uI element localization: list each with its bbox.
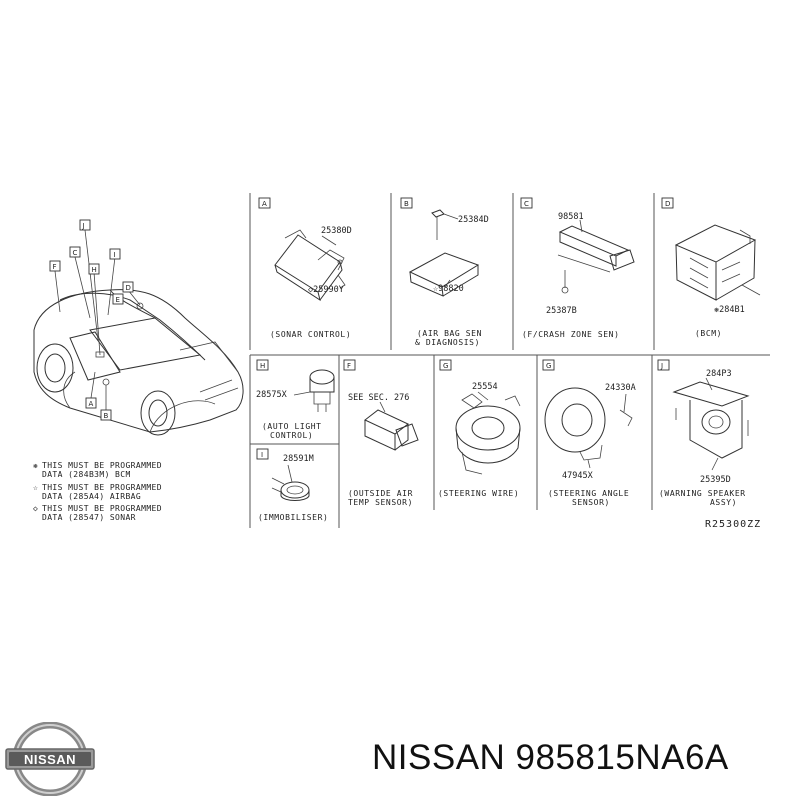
panel-g2-caption-2: SENSOR) — [572, 498, 610, 507]
panel-i: I 28591M (IMMOBILISER) — [256, 448, 328, 522]
panel-j-part-1: 284P3 — [706, 369, 732, 379]
panel-a-part-1: 25380D — [321, 226, 352, 236]
panel-g-angle-sensor: G 24330A 47945X (STEERING ANGLE SENSOR) — [542, 359, 636, 507]
panel-f: F SEE SEC. 276 (OUTSIDE AIR TEMP SENSOR) — [343, 359, 419, 507]
panel-d-caption: (BCM) — [695, 329, 722, 338]
note-1-line2: DATA (284B3M) BCM — [42, 470, 131, 479]
part-number-title: NISSAN 985815NA6A — [372, 738, 729, 777]
panel-h-part-1: 28575X — [256, 390, 288, 400]
callout-a: A — [85, 397, 97, 409]
panel-h-caption-1: (AUTO LIGHT — [262, 422, 322, 431]
callout-a-label: A — [89, 400, 94, 408]
panel-d-part-1: ❋284B1 — [714, 305, 745, 315]
panel-g1-letter-box — [439, 359, 452, 371]
overview-callouts: F C J H I D E A — [49, 219, 134, 421]
panel-c-part-1: 98581 — [558, 212, 584, 222]
panel-c: C 98581 25387B (F/CRASH ZONE SEN) — [520, 197, 635, 339]
panel-b-letter-box — [400, 197, 413, 209]
panel-b-caption-2: & DIAGNOSIS) — [415, 338, 480, 347]
callout-d-label: D — [126, 284, 131, 292]
callout-c: C — [69, 246, 81, 258]
panel-c-letter: C — [524, 200, 529, 208]
callout-c-label: C — [73, 249, 78, 257]
reference-code: R25300ZZ — [705, 519, 761, 530]
nissan-logo: NISSAN — [5, 722, 95, 796]
panel-g2-part-1: 24330A — [605, 383, 636, 393]
panel-j-caption-1: (WARNING SPEAKER — [659, 489, 746, 498]
note-1-symbol: ❋ — [33, 461, 38, 470]
panel-f-letter-box — [343, 359, 356, 371]
panel-h-letter: H — [260, 362, 265, 370]
panel-f-part-1: SEE SEC. 276 — [348, 393, 409, 403]
note-2-line1: THIS MUST BE PROGRAMMED — [42, 483, 162, 492]
panel-g1-caption: (STEERING WIRE) — [438, 489, 519, 498]
panel-a: A 25380D ◇25990Y (SONAR CONTROL) — [258, 197, 352, 339]
panel-g2-part-2: 47945X — [562, 471, 594, 481]
panel-h: H 28575X (AUTO LIGHT CONTROL) — [256, 359, 335, 440]
callout-h-label: H — [92, 266, 97, 274]
panel-c-caption: (F/CRASH ZONE SEN) — [522, 330, 620, 339]
panel-b-caption-1: (AIR BAG SEN — [417, 329, 482, 338]
panel-h-caption-2: CONTROL) — [270, 431, 313, 440]
callout-f-label: F — [53, 263, 57, 271]
note-3-line2: DATA (28547) SONAR — [42, 513, 136, 522]
note-2-line2: DATA (285A4) AIRBAG — [42, 492, 141, 501]
callout-j-label: J — [82, 222, 85, 230]
panel-g-wire: G 25554 (STEERING WIRE) — [438, 359, 521, 498]
panel-a-caption: (SONAR CONTROL) — [270, 330, 351, 339]
panel-i-letter-box — [256, 448, 269, 460]
panel-j-letter: J — [660, 362, 663, 370]
panel-i-letter: I — [261, 451, 263, 459]
callout-h: H — [88, 263, 100, 275]
note-3-symbol: ◇ — [33, 504, 38, 513]
panel-b-part-1: 25384D — [458, 215, 489, 225]
callout-i: I — [109, 248, 121, 260]
panel-c-letter-box — [520, 197, 533, 209]
panel-j: J 284P3 25395D (WARNING SPEAKER ASSY) — [657, 359, 750, 507]
panel-g1-part-1: 25554 — [472, 382, 498, 392]
note-3-line1: THIS MUST BE PROGRAMMED — [42, 504, 162, 513]
panel-g2-letter-box — [542, 359, 555, 371]
programming-notes: ❋ THIS MUST BE PROGRAMMED DATA (284B3M) … — [33, 461, 162, 522]
panel-b-letter: B — [404, 200, 409, 208]
panel-a-letter-box — [258, 197, 271, 209]
panel-i-caption: (IMMOBILISER) — [258, 513, 328, 522]
panel-g2-letter: G — [546, 362, 551, 370]
vehicle-overview — [33, 229, 244, 436]
panel-f-letter: F — [347, 362, 351, 370]
callout-j: J — [79, 219, 91, 231]
panel-f-caption-2: TEMP SENSOR) — [348, 498, 413, 507]
panel-a-letter: A — [262, 200, 267, 208]
panel-j-caption-2: ASSY) — [710, 498, 737, 507]
note-1-line1: THIS MUST BE PROGRAMMED — [42, 461, 162, 470]
panel-b: B 25384D ☆98820 (AIR BAG SEN & DIAGNOSIS… — [400, 197, 489, 347]
nissan-logo-text: NISSAN — [24, 752, 76, 767]
callout-b-label: B — [104, 412, 109, 420]
panel-j-part-2: 25395D — [700, 475, 731, 485]
panel-f-caption-1: (OUTSIDE AIR — [348, 489, 413, 498]
panel-d-letter-box — [661, 197, 674, 209]
callout-e-label: E — [116, 296, 120, 304]
panel-h-letter-box — [256, 359, 269, 371]
panel-grid — [249, 193, 770, 528]
panel-b-part-2: ☆98820 — [433, 284, 464, 294]
panel-j-letter-box — [657, 359, 670, 371]
callout-f: F — [49, 260, 61, 272]
panel-c-part-2: 25387B — [546, 306, 577, 316]
panel-i-part-1: 28591M — [283, 454, 314, 464]
callout-i-label: I — [114, 251, 116, 259]
panel-a-part-2: ◇25990Y — [308, 285, 344, 295]
panel-g2-caption-1: (STEERING ANGLE — [548, 489, 629, 498]
callout-b: B — [100, 409, 112, 421]
panel-g1-letter: G — [443, 362, 448, 370]
panel-d: D ❋284B1 (BCM) — [661, 197, 761, 338]
panel-d-letter: D — [665, 200, 670, 208]
callout-e: E — [112, 293, 124, 305]
note-2-symbol: ☆ — [33, 483, 38, 492]
callout-d: D — [122, 281, 134, 293]
